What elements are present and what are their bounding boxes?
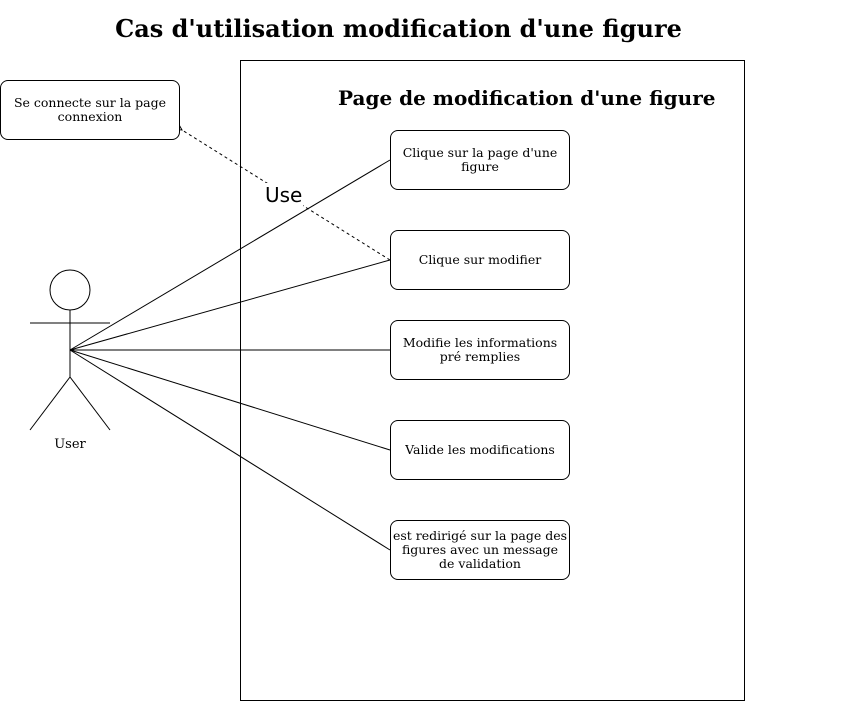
usecase-connexion: Se connecte sur la page connexion [0,80,180,140]
diagram-title: Cas d'utilisation modification d'une fig… [115,14,682,43]
usecase-clique-page-figure: Clique sur la page d'une figure [390,130,570,190]
actor-figure [29,269,111,431]
usecase-redirige: est redirigé sur la page des figures ave… [390,520,570,580]
usecase-modifie-informations: Modifie les informations pré remplies [390,320,570,380]
actor-left-leg [29,376,71,431]
association-line-2 [69,259,391,351]
usecase-clique-modifier: Clique sur modifier [390,230,570,290]
association-line-4 [69,349,391,451]
actor-label: User [54,437,86,452]
dependency-label: Use [264,183,304,207]
actor-head [49,269,91,311]
system-title: Page de modification d'une figure [338,86,716,110]
actor-right-leg [69,376,111,431]
association-line-1 [69,159,391,351]
association-line-5 [69,349,391,551]
usecase-valide-modifications: Valide les modifications [390,420,570,480]
